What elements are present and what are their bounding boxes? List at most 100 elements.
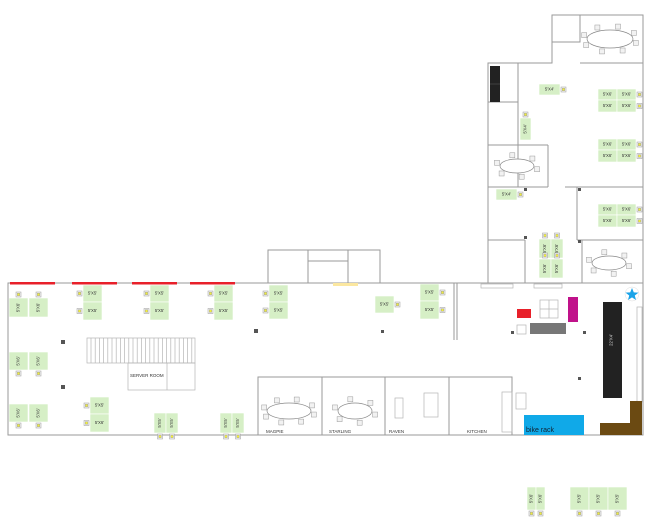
desk-size-label: 5'X6' xyxy=(603,103,612,108)
magenta-cabinet xyxy=(568,297,578,322)
desk[interactable]: 5'X5' xyxy=(219,412,233,440)
desk[interactable]: 5'X5' xyxy=(588,486,609,517)
desk[interactable]: 5'X6' xyxy=(8,351,29,377)
chair xyxy=(367,400,374,406)
desk-size-label: 5'X6' xyxy=(622,142,631,147)
desk-size-label: 5'X6' xyxy=(36,356,41,365)
chair xyxy=(633,40,639,46)
desk-size-label: 5'X6' xyxy=(542,244,547,253)
desk-size-label: 5'X6' xyxy=(36,408,41,417)
desk[interactable]: 5'X6' xyxy=(28,291,49,318)
desk[interactable]: 5'X6' xyxy=(616,99,643,113)
desk-size-label: 5'X6' xyxy=(542,264,547,273)
desk-size-label: 5'X5' xyxy=(425,307,434,312)
desk[interactable]: 5'X6' xyxy=(28,403,49,429)
desk-size-label: 5'X4' xyxy=(502,192,511,197)
seat-marker xyxy=(543,254,547,257)
desk-surface xyxy=(8,351,29,371)
desk[interactable]: 5'X5' xyxy=(207,284,234,303)
desk[interactable]: 5'X6' xyxy=(538,232,552,259)
chair xyxy=(309,402,315,409)
desk-size-label: 5'X5' xyxy=(157,418,162,427)
desk-size-label: 5'X5' xyxy=(274,308,283,313)
desk[interactable]: 5'X6' xyxy=(550,252,564,279)
chair xyxy=(494,159,500,166)
desk[interactable]: 5'X6' xyxy=(550,232,564,259)
seat-marker xyxy=(555,234,559,237)
desk[interactable]: 5'X5' xyxy=(76,301,103,321)
desk[interactable]: 5'X6' xyxy=(616,149,643,163)
desk[interactable]: 5'X5' xyxy=(83,396,110,415)
seat-marker xyxy=(530,512,533,515)
seat-marker xyxy=(638,154,641,158)
desk[interactable]: 5'X4' xyxy=(519,111,532,141)
chair xyxy=(599,48,605,55)
desk[interactable]: 5'X6' xyxy=(616,138,643,151)
chair xyxy=(621,252,628,259)
desk-size-label: 5'X6' xyxy=(554,244,559,253)
desk[interactable]: 5'X5' xyxy=(419,283,446,302)
desk-size-label: 5'X6' xyxy=(538,494,543,503)
seat-marker xyxy=(37,293,40,296)
desk[interactable]: 5'X5' xyxy=(207,301,234,321)
desk-size-label: 5'X6' xyxy=(603,142,612,147)
desk[interactable]: 5'X5' xyxy=(607,486,628,517)
desk[interactable]: 5'X5' xyxy=(262,284,289,303)
desk[interactable]: 5'X6' xyxy=(526,486,537,517)
seat-marker xyxy=(441,291,444,294)
desk[interactable]: 5'X5' xyxy=(374,295,401,314)
desk-surface xyxy=(616,99,637,113)
chair xyxy=(626,263,632,270)
desk[interactable]: 5'X5' xyxy=(231,412,245,440)
desk[interactable]: 5'X5' xyxy=(165,412,179,440)
columns xyxy=(61,188,586,389)
desk[interactable]: 5'X6' xyxy=(28,351,49,377)
desk-surface xyxy=(8,403,29,423)
desk[interactable]: 5'X5' xyxy=(76,284,103,303)
desk-size-label: 5'X5' xyxy=(577,494,582,503)
desk[interactable]: 5'X5' xyxy=(569,486,590,517)
desk[interactable]: 5'X6' xyxy=(616,88,643,101)
desk-size-label: 5'X5' xyxy=(88,308,97,313)
desk[interactable]: 5'X4' xyxy=(538,83,567,96)
desk[interactable]: 5'X5' xyxy=(143,284,170,303)
desk[interactable]: 5'X5' xyxy=(419,300,446,320)
desk-size-label: 5'X6' xyxy=(603,153,612,158)
desk-surface xyxy=(519,117,532,141)
chair xyxy=(332,404,338,411)
desk-size-label: 5'X5' xyxy=(596,494,601,503)
chair xyxy=(274,397,280,404)
desk[interactable]: 5'X4' xyxy=(495,188,524,201)
desk-size-label: 5'X5' xyxy=(88,291,97,296)
seat-marker xyxy=(37,424,40,427)
desk-size-label: 5'X5' xyxy=(95,403,104,408)
chair xyxy=(610,270,617,277)
seat-marker xyxy=(85,421,88,425)
desk-surface xyxy=(89,413,110,433)
seat-marker xyxy=(158,435,162,438)
desk[interactable]: 5'X6' xyxy=(8,291,29,318)
desk[interactable]: 5'X6' xyxy=(616,214,643,228)
desk-surface xyxy=(607,486,628,511)
desk-size-label: 5'X5' xyxy=(169,418,174,427)
desk[interactable]: 5'X6' xyxy=(616,203,643,216)
chair xyxy=(347,396,354,403)
chair xyxy=(615,23,621,30)
chair xyxy=(298,418,304,425)
desk[interactable]: 5'X6' xyxy=(8,403,29,429)
seat-marker xyxy=(37,372,40,375)
desk[interactable]: 5'X6' xyxy=(83,413,110,433)
chair xyxy=(263,413,269,420)
gray-counter xyxy=(530,323,566,334)
desk[interactable]: 5'X5' xyxy=(262,301,289,320)
desk[interactable]: 5'X6' xyxy=(535,486,546,517)
desk-size-label: 5'X6' xyxy=(16,356,21,365)
seat-marker xyxy=(519,193,522,196)
desk-surface xyxy=(149,301,170,321)
seat-marker xyxy=(209,292,212,295)
chair xyxy=(509,152,516,159)
chair xyxy=(631,30,637,36)
desk-surface xyxy=(550,258,564,279)
desk[interactable]: 5'X5' xyxy=(153,412,167,440)
desk[interactable]: 5'X5' xyxy=(143,301,170,321)
